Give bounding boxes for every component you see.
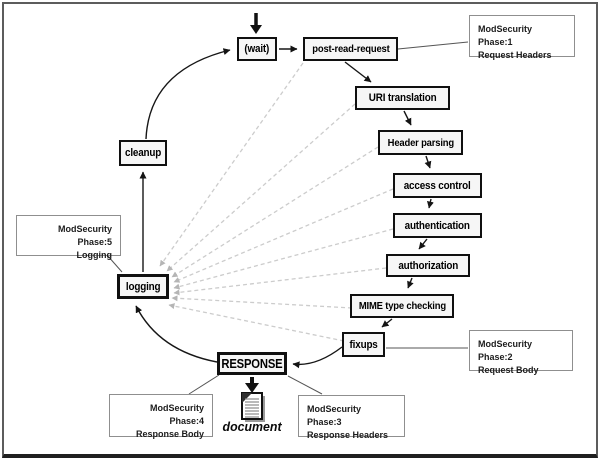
dashed-postread-logging [159, 62, 304, 267]
node-authentication: authentication [393, 213, 482, 238]
node-authentication-label: authentication [404, 219, 471, 232]
edge-mime-fixups [381, 318, 393, 328]
node-cleanup-label: cleanup [124, 147, 162, 159]
node-authorization-label: authorization [398, 259, 458, 272]
edge-cleanup-wait [145, 48, 231, 140]
node-uri-translation: URI translation [355, 86, 450, 110]
dashed-accesscontrol-logging [173, 188, 394, 283]
callout-phase4-line2: Response Body [135, 429, 204, 439]
document-icon [241, 392, 265, 422]
edge-headerparsing-accesscontrol [424, 155, 432, 169]
node-wait-label: (wait) [244, 43, 270, 55]
node-access-control-label: access control [404, 179, 471, 192]
callout-phase1-line2: Request Headers [478, 50, 552, 60]
callout-phase5-line1: ModSecurity Phase:5 [57, 224, 112, 247]
link-postread-phase1 [397, 41, 469, 50]
node-fixups: fixups [342, 332, 385, 357]
node-post-read-request-label: post-read-request [311, 43, 390, 55]
flow-edges [135, 45, 434, 369]
link-response-phase3 [287, 375, 323, 395]
node-mime-type-checking-label: MIME type checking [358, 300, 446, 312]
callout-phase4: ModSecurity Phase:4 Response Body [109, 394, 213, 439]
edge-uri-headerparsing [403, 110, 412, 126]
callout-phase5: ModSecurity Phase:5 Logging [16, 215, 121, 260]
node-logging-label: logging [125, 280, 161, 293]
edge-postread-uri [344, 61, 372, 83]
link-phase5-logging [106, 254, 123, 273]
node-wait: (wait) [237, 37, 277, 61]
dashed-fixups-logging [168, 303, 345, 342]
node-header-parsing-label: Header parsing [387, 136, 454, 149]
dashed-authentication-logging [173, 228, 394, 290]
callout-phase5-line2: Logging [76, 250, 113, 260]
entry-arrow-icon [250, 13, 262, 34]
node-authorization: authorization [386, 254, 470, 277]
edge-accesscontrol-authentication [426, 198, 434, 209]
node-uri-translation-label: URI translation [368, 92, 437, 104]
edge-authentication-authorization [418, 238, 428, 250]
node-access-control: access control [393, 173, 482, 198]
node-response: RESPONSE [217, 352, 287, 375]
callout-phase2-line2: Request Body [478, 365, 539, 375]
callout-phase3: ModSecurity Phase:3 Response Headers [298, 395, 405, 440]
edge-fixups-response [292, 346, 343, 369]
node-logging: logging [117, 274, 169, 299]
callout-phase3-line1: ModSecurity Phase:3 [307, 404, 362, 427]
node-fixups-label: fixups [349, 338, 378, 351]
node-cleanup: cleanup [119, 140, 167, 166]
node-mime-type-checking: MIME type checking [350, 294, 454, 318]
callout-phase1: ModSecurity Phase:1 Request Headers [469, 15, 575, 60]
node-header-parsing: Header parsing [378, 130, 463, 155]
link-response-phase4 [188, 374, 220, 395]
callout-links [106, 41, 469, 395]
node-post-read-request: post-read-request [303, 37, 398, 61]
callout-phase1-line1: ModSecurity Phase:1 [478, 24, 533, 47]
callout-phase2-line1: ModSecurity Phase:2 [478, 339, 533, 362]
callout-phase3-line2: Response Headers [307, 430, 389, 440]
dashed-authorization-logging [173, 267, 387, 296]
document-label-text: document [222, 419, 282, 434]
edge-response-logging [135, 305, 218, 363]
dashed-uri-logging [166, 103, 356, 272]
edge-authorization-mime [407, 277, 414, 289]
dashed-headerparsing-logging [171, 146, 379, 278]
callout-phase2: ModSecurity Phase:2 Request Body [469, 330, 573, 375]
callout-phase4-line1: ModSecurity Phase:4 [149, 403, 204, 426]
dashed-edges-to-logging [159, 62, 394, 342]
node-response-label: RESPONSE [221, 356, 283, 371]
response-document-arrow-icon [245, 377, 259, 393]
dashed-mime-logging [171, 295, 353, 309]
document-label: document [214, 419, 290, 434]
